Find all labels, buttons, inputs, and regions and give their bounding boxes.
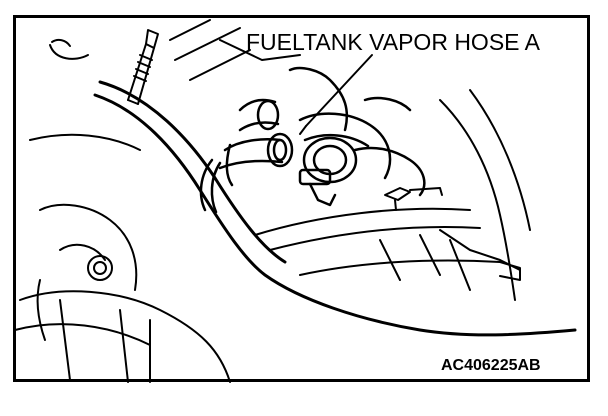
clamp-outline — [49, 38, 89, 60]
right-panel-ribs — [254, 89, 531, 301]
vapor-hose-a — [199, 132, 294, 214]
valve-body — [298, 96, 426, 207]
callout-label: FUELTANK VAPOR HOSE A — [246, 29, 540, 55]
body-panel — [29, 80, 577, 337]
figure-border — [13, 15, 590, 382]
spark-plug-icon — [127, 29, 159, 105]
hose-clip — [384, 187, 443, 211]
left-structure — [14, 203, 231, 383]
callout-leader-line — [299, 54, 373, 135]
figure-id: AC406225AB — [441, 357, 541, 374]
upper-pipe — [238, 66, 349, 132]
upper-ridges — [169, 19, 301, 81]
